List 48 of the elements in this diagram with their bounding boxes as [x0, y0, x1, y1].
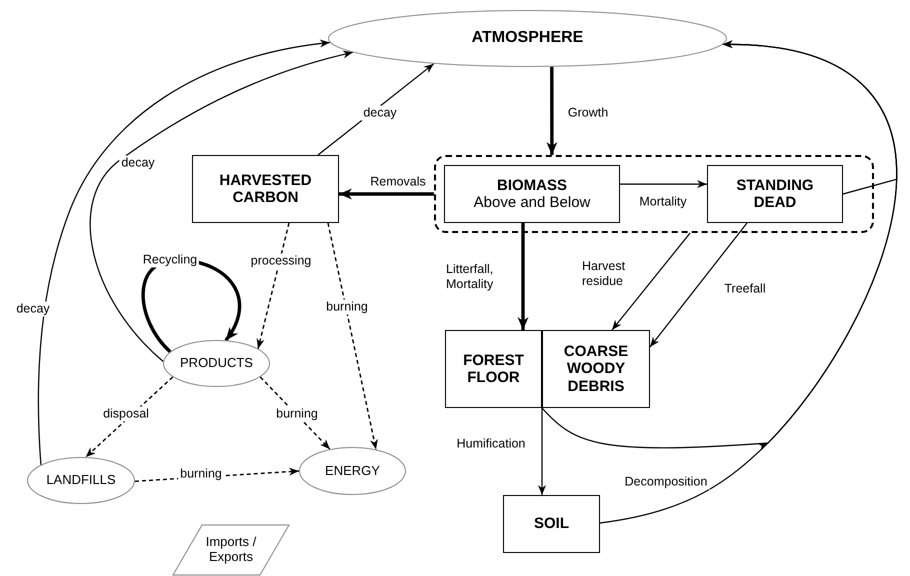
node-text: PRODUCTS — [180, 356, 253, 371]
edge-label: decay — [14, 302, 52, 316]
arrow — [339, 188, 434, 200]
node-title: SOIL — [534, 515, 569, 533]
arrow — [612, 232, 691, 330]
node-title: HARVESTED CARBON — [218, 172, 313, 206]
arrow — [542, 40, 898, 450]
node-text: ENERGY — [325, 464, 380, 478]
arrow — [38, 40, 330, 465]
edge-label: decay — [119, 156, 157, 170]
node-title: ATMOSPHERE — [472, 29, 584, 48]
edge-label: processing — [248, 254, 314, 268]
parallelogram-node — [172, 524, 290, 576]
edge-label: decay — [361, 106, 399, 120]
pool-ellipse — [299, 447, 406, 495]
edge-label: disposal — [101, 406, 151, 422]
edge-label: Mortality — [637, 194, 689, 210]
pool-box — [192, 155, 339, 223]
node-title: BIOMASS — [496, 176, 567, 194]
pool-box — [542, 330, 650, 408]
arrow — [546, 66, 558, 155]
edge-label: burning — [178, 466, 224, 482]
pool-ellipse — [163, 340, 270, 387]
arrow — [620, 180, 707, 188]
node-text: Imports / Exports — [204, 535, 258, 565]
node-title: STANDING DEAD — [735, 176, 815, 212]
node-title: COARSE WOODY DEBRIS — [562, 343, 630, 395]
edge-label: Recycling — [140, 252, 200, 268]
pool-box — [503, 495, 600, 553]
edge-label: burning — [274, 406, 320, 422]
arrow — [260, 376, 330, 450]
pool-ellipse — [27, 457, 135, 504]
pool-box — [707, 165, 843, 223]
arrow — [327, 222, 378, 450]
arrow — [538, 408, 546, 495]
node-subtitle: Above and Below — [474, 194, 590, 212]
edge-label: burning — [324, 300, 370, 314]
pool-box — [444, 165, 620, 223]
pool-ellipse — [328, 10, 727, 67]
arrow — [256, 222, 290, 349]
pool-box — [445, 330, 542, 408]
node-title: FOREST FLOOR — [462, 352, 525, 386]
arrow — [518, 223, 528, 330]
dashed-group-box — [434, 155, 874, 233]
arrow — [85, 376, 174, 458]
node-text: LANDFILLS — [46, 473, 116, 488]
arrow — [90, 50, 354, 362]
edge-label: Decomposition — [622, 474, 710, 490]
